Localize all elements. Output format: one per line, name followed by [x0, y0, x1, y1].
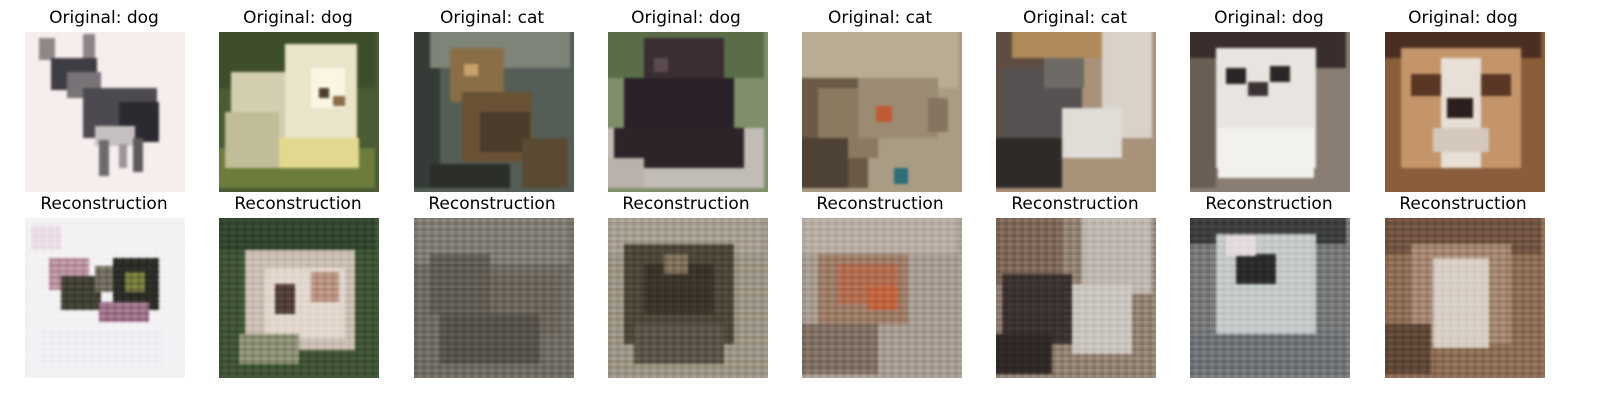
original-image-cat — [996, 32, 1156, 192]
reconstruction-title: Reconstruction — [234, 194, 362, 214]
original-title: Original: cat — [1022, 8, 1128, 28]
original-image-dog — [1190, 32, 1350, 192]
original-title: Original: dog — [1214, 8, 1324, 28]
original-title: Original: cat — [827, 8, 933, 28]
reconstruction-image — [219, 218, 379, 378]
original-title: Original: dog — [243, 8, 353, 28]
reconstruction-image — [996, 218, 1156, 378]
original-title: Original: cat — [439, 8, 545, 28]
reconstruction-title: Reconstruction — [1011, 194, 1139, 214]
reconstruction-title: Reconstruction — [40, 194, 168, 214]
reconstruction-image — [1190, 218, 1350, 378]
reconstruction-title: Reconstruction — [1205, 194, 1333, 214]
reconstruction-image — [414, 218, 574, 378]
original-title: Original: dog — [49, 8, 159, 28]
reconstruction-title: Reconstruction — [622, 194, 750, 214]
original-title: Original: dog — [1408, 8, 1518, 28]
reconstruction-title: Reconstruction — [1399, 194, 1527, 214]
reconstruction-image — [25, 218, 185, 378]
original-image-dog — [219, 32, 379, 192]
original-image-dog — [608, 32, 768, 192]
reconstruction-image — [1385, 218, 1545, 378]
original-image-cat — [802, 32, 962, 192]
reconstruction-title: Reconstruction — [428, 194, 556, 214]
reconstruction-image — [608, 218, 768, 378]
original-image-dog — [1385, 32, 1545, 192]
original-image-cat — [414, 32, 574, 192]
original-title: Original: dog — [631, 8, 741, 28]
original-image-dog — [25, 32, 185, 192]
reconstruction-title: Reconstruction — [816, 194, 944, 214]
reconstruction-image — [802, 218, 962, 378]
